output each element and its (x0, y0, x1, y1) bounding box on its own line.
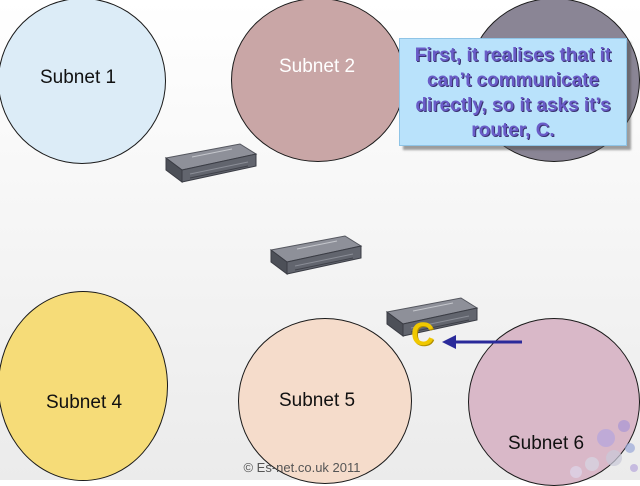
subnet-5-circle (238, 318, 412, 484)
subnet-6-label: Subnet 6 (508, 433, 585, 454)
arrow-left-icon (442, 335, 522, 349)
decorative-bubbles (570, 420, 638, 478)
copyright-text: © Es-net.co.uk 2011 (243, 460, 361, 475)
router-c-icon (383, 294, 479, 340)
subnet-1-label: Subnet 1 (40, 67, 117, 88)
subnet-1-circle (0, 0, 166, 164)
subnet-5-label: Subnet 5 (279, 390, 356, 411)
router-1-icon (162, 140, 258, 186)
router-c-label: C (411, 316, 435, 352)
subnet-4-label: Subnet 4 (46, 392, 123, 413)
subnet-2-circle (231, 0, 405, 162)
subnet-4-circle (0, 291, 168, 481)
subnet-2-label: Subnet 2 (279, 56, 356, 77)
callout-box: First, it realises that it can’t communi… (399, 38, 627, 146)
router-2-icon (267, 232, 363, 278)
